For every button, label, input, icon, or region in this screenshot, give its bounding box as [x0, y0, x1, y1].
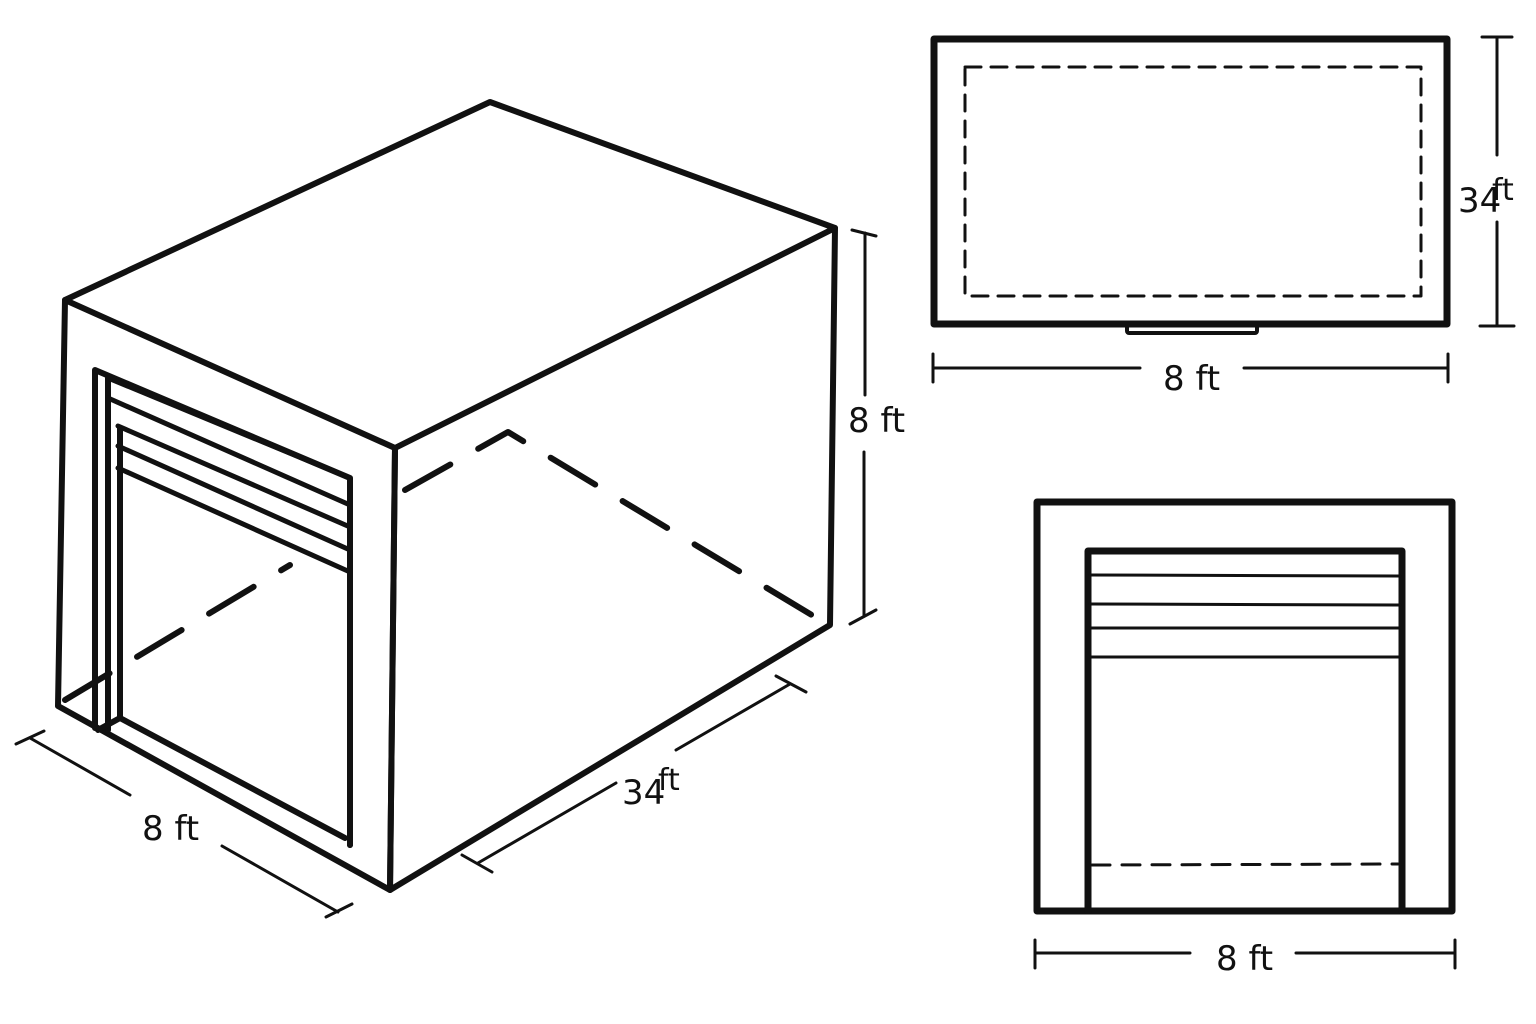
top-view-door-threshold — [1125, 322, 1259, 335]
iso-top-face — [62, 99, 838, 451]
iso-width-dimension: 8 ft — [14, 729, 354, 919]
top-view-width-label: 8 ft — [1163, 359, 1220, 399]
iso-height-dimension: 8 ft — [848, 228, 905, 626]
front-view-width-label: 8 ft — [1216, 939, 1273, 979]
iso-length-number: 34 — [622, 773, 665, 813]
iso-hidden-edge-left — [62, 562, 293, 703]
top-view-length-unit: ft — [1492, 173, 1514, 208]
front-view-door-slats — [1088, 573, 1402, 659]
iso-side-face — [387, 225, 838, 893]
top-view-length-number: 34 — [1458, 181, 1501, 221]
iso-height-label: 8 ft — [848, 401, 905, 441]
iso-hidden-edge-back — [402, 429, 828, 626]
iso-length-unit: ft — [658, 763, 680, 798]
front-view: 8 ft — [1033, 498, 1457, 979]
iso-length-dimension: 34 ft — [460, 674, 808, 874]
front-view-floor-hidden-line — [1090, 862, 1400, 867]
top-view-inner-dashed — [963, 65, 1423, 298]
top-view-width-dimension: 8 ft — [931, 352, 1450, 399]
top-view-outline — [930, 35, 1451, 328]
front-view-door-frame — [1084, 547, 1406, 915]
isometric-view: 8 ft 8 ft 34 ft — [14, 99, 905, 919]
top-view: 8 ft 34 ft — [930, 35, 1516, 399]
front-view-width-dimension: 8 ft — [1033, 938, 1457, 979]
iso-width-label: 8 ft — [142, 809, 199, 849]
top-view-length-dimension: 34 ft — [1458, 35, 1516, 328]
front-view-outline — [1033, 498, 1456, 915]
